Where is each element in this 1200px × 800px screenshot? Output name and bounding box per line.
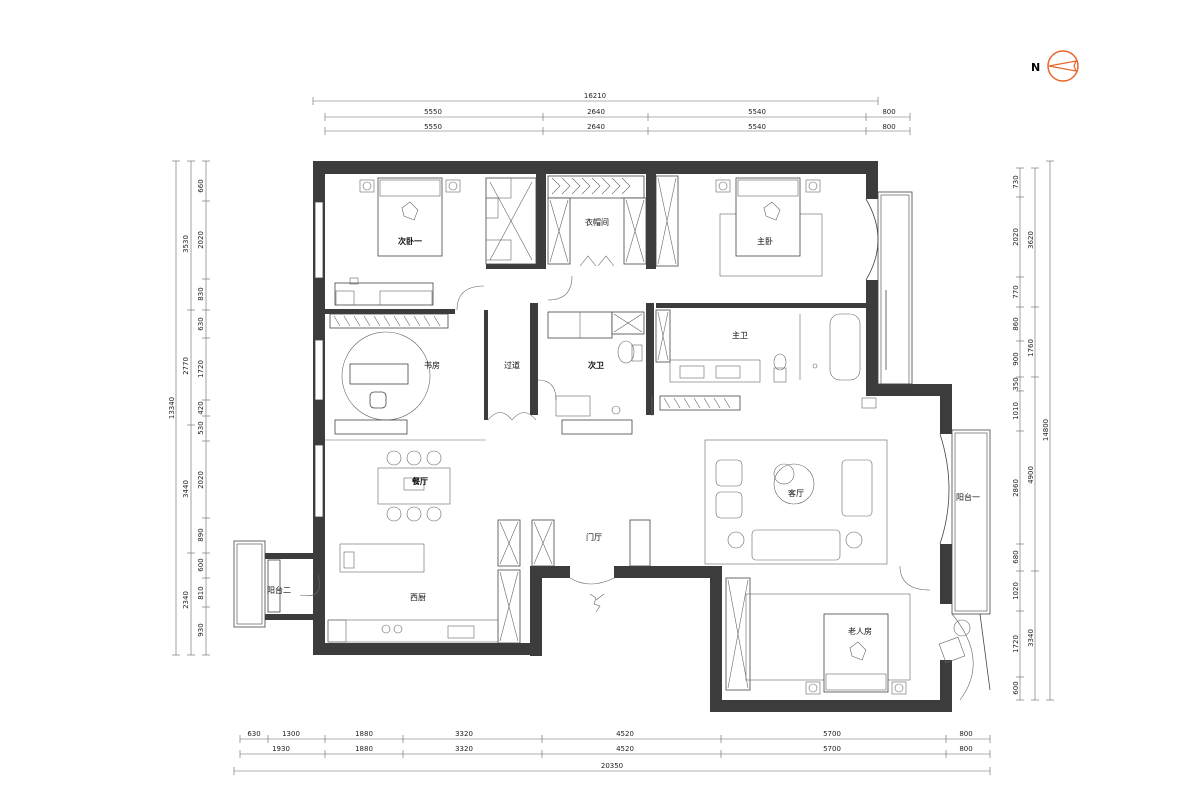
room-label-dining: 餐厅 (411, 476, 428, 486)
bathroom-2: 次卫 (537, 311, 645, 435)
dim-top-r2-0: 5550 (424, 123, 442, 131)
room-label-balcony2: 阳台二 (267, 585, 291, 595)
dim-right-mid-1: 1760 (1027, 339, 1035, 357)
dim-left-outer: 13340 (168, 397, 176, 419)
dim-left-in-9: 600 (197, 558, 205, 571)
dim-bot-r1-2: 1880 (355, 730, 373, 738)
dim-left-in-11: 930 (197, 623, 205, 636)
room-label-master: 主卧 (757, 236, 773, 246)
room-label-study: 书房 (424, 360, 440, 370)
dim-top-r2-3: 800 (882, 123, 895, 131)
dining: 餐厅 (377, 450, 451, 522)
dim-top-total: 16210 (584, 92, 606, 100)
dim-right-in-11: 600 (1012, 681, 1020, 694)
dim-right-in-5: 350 (1012, 377, 1020, 390)
compass-north-label: N (1031, 61, 1040, 74)
dim-bot-r1-5: 5700 (823, 730, 841, 738)
dim-right-in-1: 2020 (1012, 228, 1020, 246)
dim-left-in-6: 530 (197, 421, 205, 434)
master-bay-window (865, 191, 913, 385)
dim-bot-r1-6: 800 (959, 730, 972, 738)
dim-left-mid-0: 3530 (182, 235, 190, 253)
dim-bot-r2-2: 3320 (455, 745, 473, 753)
dim-right-in-7: 2860 (1012, 479, 1020, 497)
dim-left-mid-3: 2340 (182, 591, 190, 609)
dim-left-in-10: 810 (197, 586, 205, 599)
balcony-1 (938, 429, 991, 701)
compass: N (1031, 50, 1079, 82)
compass-arrow-icon (1048, 60, 1077, 72)
master-bedroom: 主卧 (655, 175, 823, 277)
right-dimensions: 730 2020 770 860 900 350 1010 2860 680 1… (1012, 160, 1054, 701)
dim-right-mid-2: 4900 (1027, 466, 1035, 484)
elder-room: 老人房 (725, 565, 931, 695)
dim-bot-r2-3: 4520 (616, 745, 634, 753)
room-label-living: 客厅 (788, 488, 804, 498)
bottom-dimensions: 630 1300 1880 3320 4520 5700 800 1930 18… (233, 730, 991, 775)
dim-right-mid-3: 3340 (1027, 629, 1035, 647)
dim-right-in-4: 900 (1012, 352, 1020, 365)
dim-top-r1-1: 2640 (587, 108, 605, 116)
dim-top-r2-1: 2640 (587, 123, 605, 131)
room-label-elder: 老人房 (848, 626, 872, 636)
dim-right-outer: 14800 (1042, 419, 1050, 441)
dim-left-in-5: 420 (197, 401, 205, 414)
dim-top-r1-0: 5550 (424, 108, 442, 116)
dim-left-in-7: 2020 (197, 471, 205, 489)
dim-right-in-9: 1020 (1012, 582, 1020, 600)
dim-left-in-1: 2020 (197, 231, 205, 249)
dim-left-in-4: 1720 (197, 360, 205, 378)
dim-bot-r2-4: 5700 (823, 745, 841, 753)
balcony-2 (233, 540, 320, 628)
dim-left-mid-2: 3440 (182, 480, 190, 498)
corridor: 过道 (456, 275, 573, 421)
left-windows (314, 201, 324, 518)
top-dimensions: 16210 5550 2640 5540 800 5550 2640 5540 … (312, 92, 911, 135)
hall-cabinet (659, 395, 877, 411)
room-label-balcony1: 阳台一 (956, 492, 980, 502)
room-label-corridor: 过道 (504, 360, 520, 370)
dim-left-in-3: 630 (197, 317, 205, 330)
walls (265, 161, 952, 712)
dim-left-in-8: 890 (197, 528, 205, 541)
study: 书房 (329, 313, 449, 435)
room-label-masterbath: 主卫 (732, 330, 748, 340)
dim-right-mid-0: 3620 (1027, 231, 1035, 249)
compass-circle (1047, 50, 1079, 82)
dim-bot-r1-1: 1300 (282, 730, 300, 738)
room-label-bedroom2: 次卧一 (398, 236, 422, 246)
room-label-kitchen: 西厨 (410, 593, 426, 602)
foyer: 门厅 (497, 519, 651, 613)
dim-bot-r2-5: 800 (959, 745, 972, 753)
dim-right-in-8: 680 (1012, 550, 1020, 563)
walk-in-closet: 衣帽间 (547, 175, 647, 267)
room-label-bath2: 次卫 (588, 360, 604, 370)
dim-left-mid-1: 2770 (182, 357, 190, 375)
dim-right-in-2: 770 (1012, 285, 1020, 298)
kitchen: 西厨 阳台二 (267, 543, 521, 644)
dim-top-r1-3: 800 (882, 108, 895, 116)
dim-right-in-3: 860 (1012, 317, 1020, 330)
dim-left-in-0: 660 (197, 179, 205, 192)
dim-left-in-2: 830 (197, 287, 205, 300)
dim-top-r1-2: 5540 (748, 108, 766, 116)
dim-bot-r1-0: 630 (247, 730, 260, 738)
dim-bot-r1-3: 3320 (455, 730, 473, 738)
master-bathroom: 主卫 (655, 309, 861, 383)
living-room: 客厅 阳台一 (704, 439, 980, 565)
dim-bot-r1-4: 4520 (616, 730, 634, 738)
room-label-walkin: 衣帽间 (585, 217, 609, 227)
dim-bot-total: 20350 (601, 762, 623, 770)
dim-top-r2-2: 5540 (748, 123, 766, 131)
dim-bot-r2-0: 1930 (272, 745, 290, 753)
dim-right-in-6: 1010 (1012, 402, 1020, 420)
interior-lines (325, 396, 653, 441)
bedroom-1: 次卧一 (334, 177, 537, 306)
dim-right-in-10: 1720 (1012, 635, 1020, 653)
left-dimensions: 13340 3530 2770 3440 2340 660 2020 830 6… (168, 160, 210, 656)
dim-bot-r2-1: 1880 (355, 745, 373, 753)
dim-right-in-0: 730 (1012, 175, 1020, 188)
room-label-foyer: 门厅 (586, 532, 602, 542)
